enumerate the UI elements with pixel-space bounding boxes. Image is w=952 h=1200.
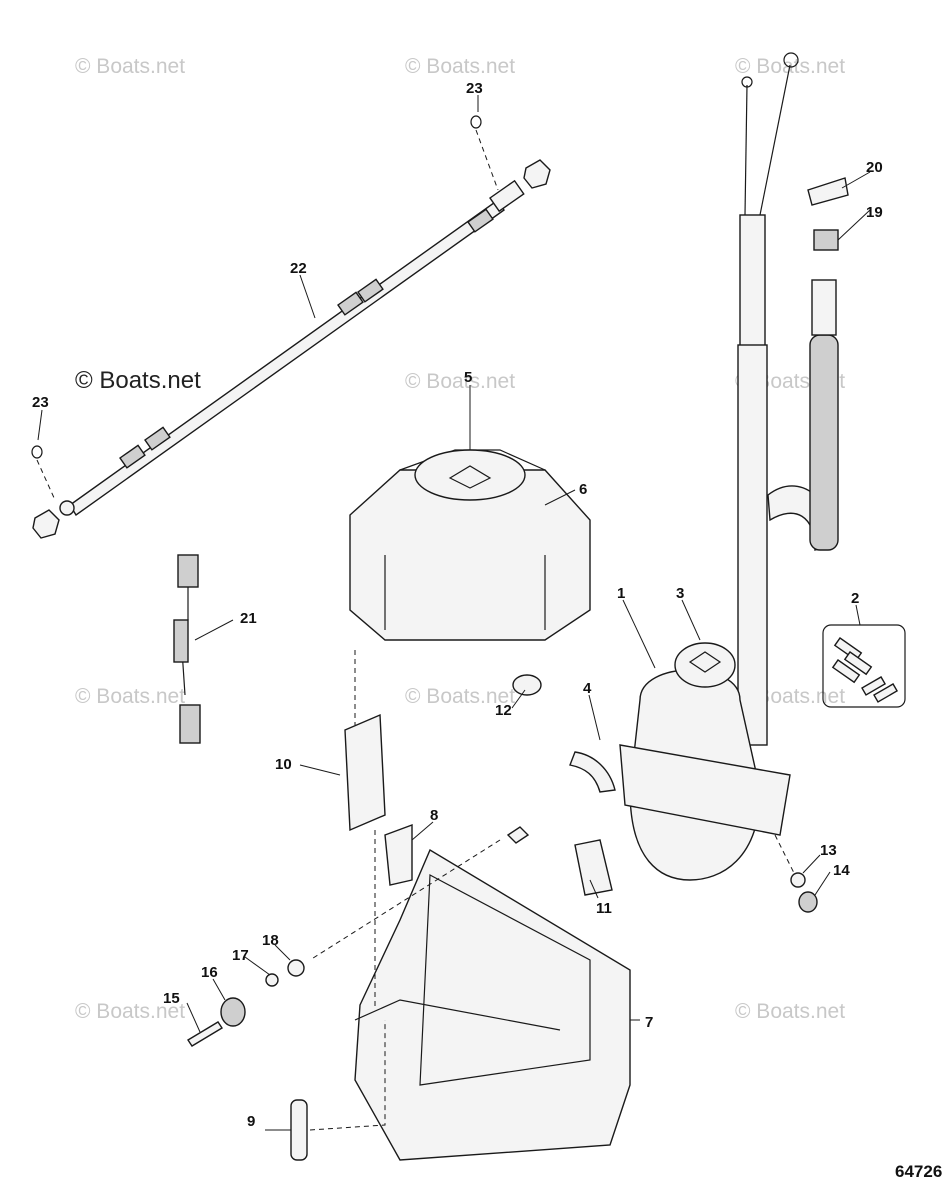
- callout-4: 4: [583, 680, 592, 697]
- callout-labels: 1 2 3 4 5 6 7 8 9 10 11 12 13 14 15 16 1…: [32, 80, 883, 1130]
- callout-10: 10: [275, 756, 292, 773]
- callout-6: 6: [579, 481, 587, 498]
- part-6-cover: [349, 449, 591, 641]
- callout-20: 20: [866, 159, 883, 176]
- part-4-strip: [569, 751, 616, 793]
- leader-lines: [37, 95, 871, 1131]
- part-8-bracket: [384, 823, 413, 886]
- fasteners: [187, 650, 818, 1161]
- callout-17: 17: [232, 947, 249, 964]
- callout-5: 5: [464, 369, 472, 386]
- callout-3: 3: [676, 585, 684, 602]
- watermark: © Boats.net: [405, 55, 515, 78]
- callout-14: 14: [833, 862, 850, 879]
- callout-23: 23: [32, 394, 49, 411]
- callout-23: 23: [466, 80, 483, 97]
- watermark: © Boats.net: [405, 370, 515, 393]
- callout-11: 11: [596, 900, 612, 917]
- callout-8: 8: [430, 807, 438, 824]
- part-21-harness: [173, 554, 201, 744]
- part-1-pump: [619, 642, 791, 881]
- watermark: © Boats.net: [75, 55, 185, 78]
- part-7-tray: [354, 848, 631, 1161]
- part-11-bracket: [574, 839, 613, 896]
- part-2-kit: [822, 624, 906, 708]
- callout-13: 13: [820, 842, 837, 859]
- callout-15: 15: [163, 990, 180, 1007]
- callout-22: 22: [290, 260, 307, 277]
- part-12-clamp: [512, 674, 542, 696]
- callout-19: 19: [866, 204, 883, 221]
- callout-16: 16: [201, 964, 218, 981]
- watermark: © Boats.net: [405, 685, 515, 708]
- callout-12: 12: [495, 702, 512, 719]
- callout-1: 1: [617, 585, 625, 602]
- watermark: © Boats.net: [735, 1000, 845, 1023]
- watermark: © Boats.net: [75, 1000, 185, 1023]
- part-22-cable: [59, 179, 525, 517]
- part-23-o-rings: [31, 115, 551, 539]
- watermark: © Boats.net: [75, 685, 185, 708]
- callout-18: 18: [262, 932, 279, 949]
- part-10-bracket: [344, 713, 386, 832]
- callout-21: 21: [240, 610, 257, 627]
- parts-19-20-fuse: [807, 177, 849, 251]
- callout-7: 7: [645, 1014, 653, 1031]
- callout-2: 2: [851, 590, 859, 607]
- callout-9: 9: [247, 1113, 255, 1130]
- diagram-number: 64726: [895, 1162, 942, 1181]
- watermark-main: © Boats.net: [75, 367, 201, 394]
- wire-harness: [737, 52, 839, 746]
